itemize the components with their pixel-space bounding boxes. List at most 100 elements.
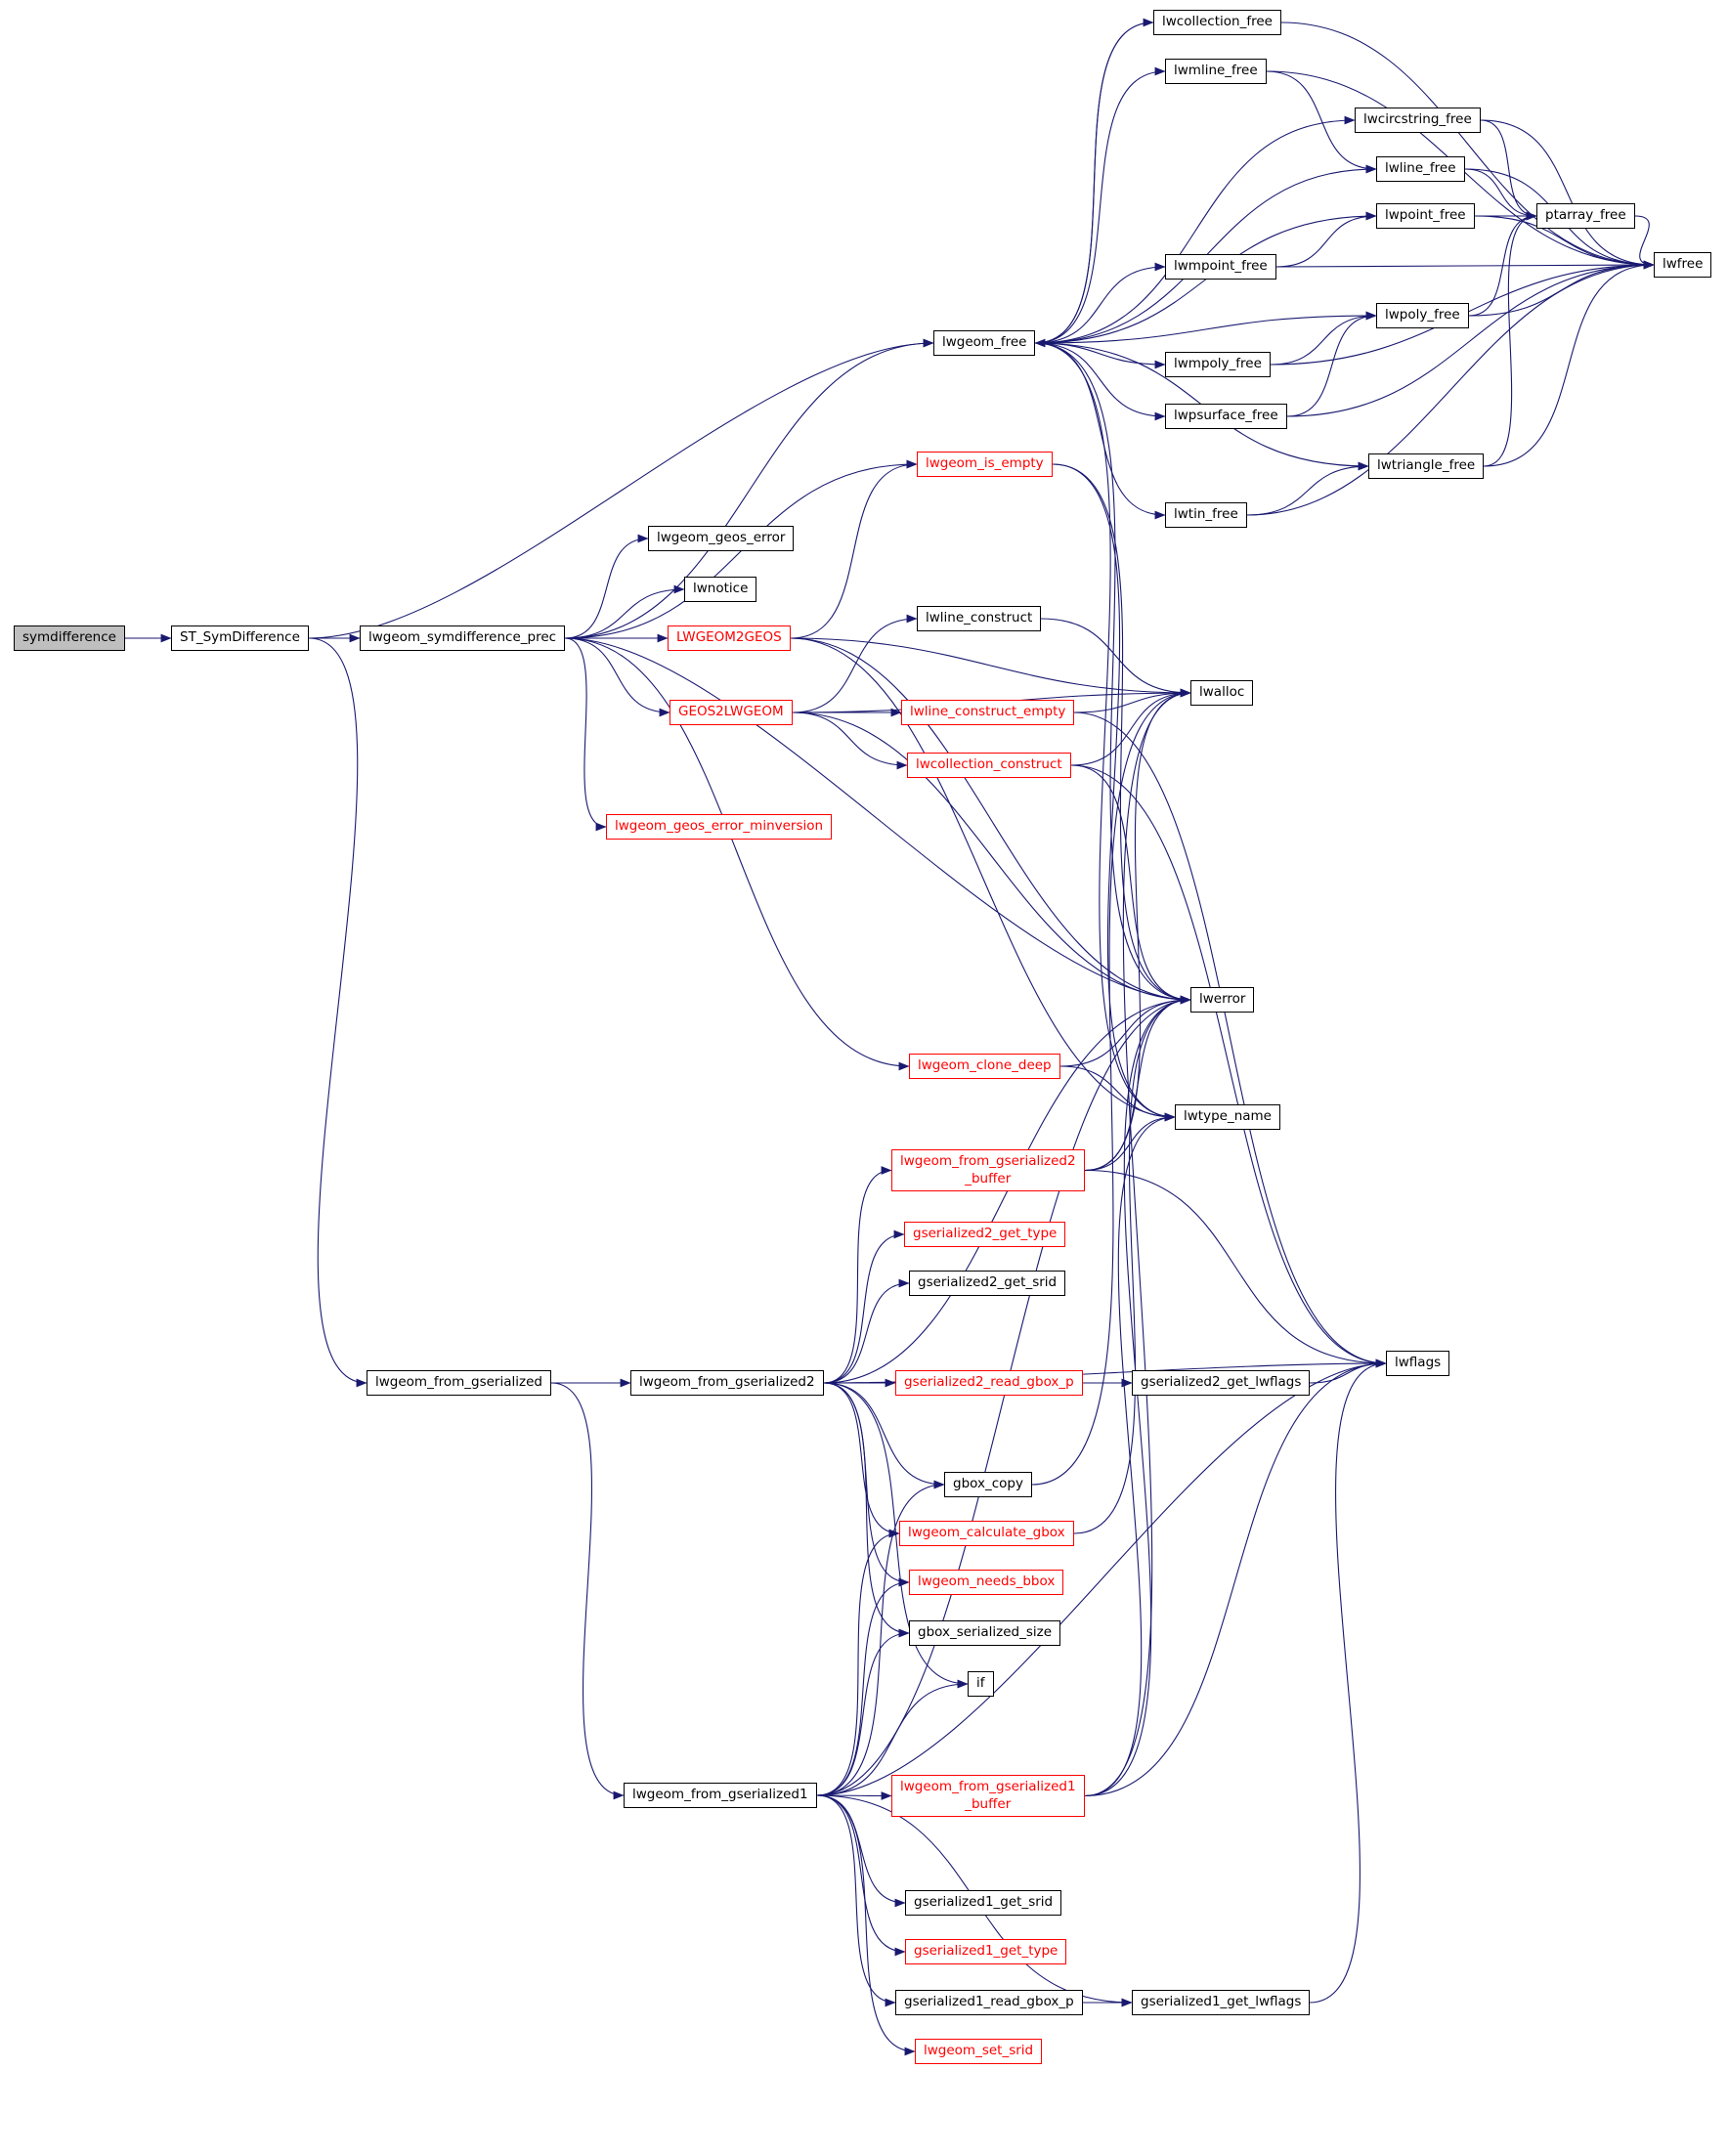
graph-node-lwpoint_free[interactable]: lwpoint_free [1376, 203, 1475, 229]
graph-node-lwgeom_calculate_gbox[interactable]: lwgeom_calculate_gbox [899, 1521, 1074, 1546]
edge-lwcollection_free--lwfree [1280, 22, 1655, 270]
edge-lwcircstring_free--lwfree [1480, 119, 1655, 270]
edge-lwgeom_from_gserialized1--lwgeom_set_srid [816, 1794, 916, 2056]
graph-node-lwgeom_from_gserialized1_buffer[interactable]: lwgeom_from_gserialized1 _buffer [891, 1775, 1085, 1818]
edge-lwgeom_from_gserialized2--gserialized2_get_type [823, 1229, 905, 1384]
graph-node-lwalloc[interactable]: lwalloc [1190, 680, 1254, 706]
graph-node-lwmline_free[interactable]: lwmline_free [1165, 59, 1267, 84]
edge-lwcollection_construct--lwerror [1070, 764, 1191, 1005]
edge-lwgeom_from_gserialized1--if [816, 1679, 969, 1796]
edge-lwgeom_free--lwmline_free [1034, 66, 1166, 344]
edge-lwgeom_from_gserialized2_buffer--lwerror [1084, 995, 1191, 1172]
edge-lwgeom_from_gserialized1--lwgeom_needs_bbox [816, 1577, 910, 1796]
graph-node-lwgeom_symdifference_prec[interactable]: lwgeom_symdifference_prec [360, 625, 566, 651]
edge-lwgeom_from_gserialized2--gbox_serialized_size [823, 1382, 910, 1638]
edge-lwpoint_free--lwfree [1474, 215, 1655, 270]
graph-node-lwgeom_from_gserialized2[interactable]: lwgeom_from_gserialized2 [630, 1370, 824, 1396]
graph-node-lwfree[interactable]: lwfree [1654, 252, 1712, 278]
edge-lwgeom_is_empty--lwtype_name [1052, 463, 1176, 1122]
graph-node-lwpsurface_free[interactable]: lwpsurface_free [1165, 404, 1287, 429]
edge-lwgeom_symdifference_prec--GEOS2LWGEOM [564, 637, 670, 717]
graph-node-lwgeom_from_gserialized1[interactable]: lwgeom_from_gserialized1 [624, 1783, 817, 1808]
edge-lwgeom_from_gserialized1--lwerror [816, 995, 1191, 1796]
graph-node-lwtype_name[interactable]: lwtype_name [1175, 1104, 1280, 1130]
graph-node-symdifference[interactable]: symdifference [14, 625, 125, 651]
edge-lwgeom_free--lwerror [1034, 342, 1191, 1005]
graph-node-lwtin_free[interactable]: lwtin_free [1165, 502, 1247, 528]
graph-node-lwgeom_geos_error_minversion[interactable]: lwgeom_geos_error_minversion [606, 814, 833, 840]
graph-node-lwgeom_from_gserialized[interactable]: lwgeom_from_gserialized [367, 1370, 551, 1396]
edge-lwgeom_free--lwpoint_free [1034, 211, 1377, 344]
graph-node-gserialized1_get_srid[interactable]: gserialized1_get_srid [905, 1890, 1062, 1916]
graph-node-lwgeom_set_srid[interactable]: lwgeom_set_srid [915, 2039, 1043, 2064]
edge-lwgeom_free--lwmpoint_free [1034, 262, 1166, 344]
graph-node-GEOS2LWGEOM[interactable]: GEOS2LWGEOM [670, 700, 793, 725]
graph-node-gserialized2_get_srid[interactable]: gserialized2_get_srid [909, 1271, 1066, 1296]
graph-node-lwgeom_free[interactable]: lwgeom_free [933, 330, 1036, 356]
edge-lwgeom_symdifference_prec--lwgeom_geos_error [564, 534, 649, 639]
graph-node-lwcollection_free[interactable]: lwcollection_free [1153, 10, 1281, 35]
edge-LWGEOM2GEOS--lwgeom_is_empty [790, 459, 918, 639]
graph-node-ptarray_free[interactable]: ptarray_free [1536, 203, 1635, 229]
edge-lwgeom_symdifference_prec--lwgeom_free [564, 338, 934, 639]
edge-lwtriangle_free--ptarray_free [1483, 211, 1537, 467]
edge-lwmpoint_free--lwfree [1275, 260, 1655, 270]
graph-node-gserialized1_get_type[interactable]: gserialized1_get_type [905, 1939, 1067, 1964]
edge-lwline_construct--lwalloc [1040, 618, 1191, 698]
graph-node-lwgeom_is_empty[interactable]: lwgeom_is_empty [917, 452, 1053, 477]
edge-lwgeom_clone_deep--lwtype_name [1059, 1065, 1176, 1122]
graph-node-gserialized2_read_gbox_p[interactable]: gserialized2_read_gbox_p [895, 1370, 1083, 1396]
graph-node-lwmpoint_free[interactable]: lwmpoint_free [1165, 254, 1276, 280]
edge-GEOS2LWGEOM--lwline_construct [792, 614, 918, 713]
graph-node-gbox_serialized_size[interactable]: gbox_serialized_size [909, 1620, 1061, 1646]
edge-lwgeom_from_gserialized2--lwgeom_calculate_gbox [823, 1382, 900, 1538]
graph-node-lwpoly_free[interactable]: lwpoly_free [1376, 303, 1469, 328]
edge-lwgeom_free--lwpsurface_free [1034, 342, 1166, 421]
graph-node-gserialized2_get_type[interactable]: gserialized2_get_type [904, 1222, 1066, 1247]
graph-node-LWGEOM2GEOS[interactable]: LWGEOM2GEOS [668, 625, 791, 651]
graph-node-lwmpoly_free[interactable]: lwmpoly_free [1165, 352, 1271, 377]
edge-lwgeom_free--lwpoly_free [1034, 311, 1377, 344]
edge-lwgeom_from_gserialized2--gbox_copy [823, 1382, 945, 1489]
edge-lwgeom_from_gserialized2--gserialized2_get_srid [823, 1278, 910, 1384]
edge-lwgeom_from_gserialized1_buffer--lwtype_name [1084, 1112, 1176, 1797]
graph-node-lwline_construct_empty[interactable]: lwline_construct_empty [901, 700, 1075, 725]
graph-node-gserialized2_get_lwflags[interactable]: gserialized2_get_lwflags [1132, 1370, 1311, 1396]
graph-node-gbox_copy[interactable]: gbox_copy [944, 1472, 1032, 1497]
graph-node-lwcircstring_free[interactable]: lwcircstring_free [1355, 108, 1481, 133]
edge-lwpoly_free--ptarray_free [1468, 211, 1537, 317]
graph-node-lwnotice[interactable]: lwnotice [684, 577, 757, 602]
graph-node-ST_SymDifference[interactable]: ST_SymDifference [171, 625, 309, 651]
graph-node-gserialized1_read_gbox_p[interactable]: gserialized1_read_gbox_p [895, 1990, 1083, 2015]
edge-lwgeom_from_gserialized2_buffer--lwflags [1084, 1169, 1387, 1368]
edge-lwgeom_from_gserialized2--lwgeom_from_gserialized2_buffer [823, 1166, 892, 1384]
edge-lwmpoly_free--lwpoly_free [1270, 311, 1377, 366]
edge-lwcollection_construct--lwalloc [1070, 688, 1191, 766]
edge-LWGEOM2GEOS--lwtype_name [790, 637, 1176, 1122]
edge-lwline_construct_empty--lwflags [1073, 711, 1387, 1368]
edge-lwgeom_symdifference_prec--lwnotice [564, 584, 685, 639]
graph-node-lwgeom_clone_deep[interactable]: lwgeom_clone_deep [909, 1054, 1060, 1079]
edge-lwgeom_from_gserialized1--gbox_copy [816, 1480, 945, 1796]
edge-lwgeom_from_gserialized--lwgeom_from_gserialized1 [550, 1382, 625, 1800]
edge-lwmline_free--lwline_free [1266, 70, 1377, 174]
edge-gserialized1_get_lwflags--lwflags [1309, 1358, 1387, 2004]
graph-node-lwgeom_geos_error[interactable]: lwgeom_geos_error [648, 526, 795, 551]
graph-node-lwerror[interactable]: lwerror [1190, 987, 1255, 1013]
edge-lwgeom_is_empty--lwerror [1052, 463, 1191, 1005]
graph-node-lwgeom_needs_bbox[interactable]: lwgeom_needs_bbox [909, 1570, 1064, 1595]
graph-node-lwgeom_from_gserialized2_buffer[interactable]: lwgeom_from_gserialized2 _buffer [891, 1149, 1085, 1192]
graph-node-lwline_free[interactable]: lwline_free [1376, 156, 1465, 182]
graph-node-lwline_construct[interactable]: lwline_construct [917, 606, 1042, 631]
graph-node-lwtriangle_free[interactable]: lwtriangle_free [1368, 453, 1485, 479]
edge-lwtin_free--lwtriangle_free [1246, 461, 1369, 516]
graph-node-lwflags[interactable]: lwflags [1386, 1351, 1450, 1376]
graph-node-gserialized1_get_lwflags[interactable]: gserialized1_get_lwflags [1132, 1990, 1311, 2015]
graph-node-lwcollection_construct[interactable]: lwcollection_construct [907, 753, 1071, 778]
edge-GEOS2LWGEOM--lwcollection_construct [792, 711, 908, 770]
edge-lwgeom_from_gserialized1--gserialized1_get_type [816, 1794, 906, 1957]
graph-node-if[interactable]: if [968, 1671, 994, 1697]
edge-lwmpoint_free--lwpoint_free [1275, 211, 1377, 268]
